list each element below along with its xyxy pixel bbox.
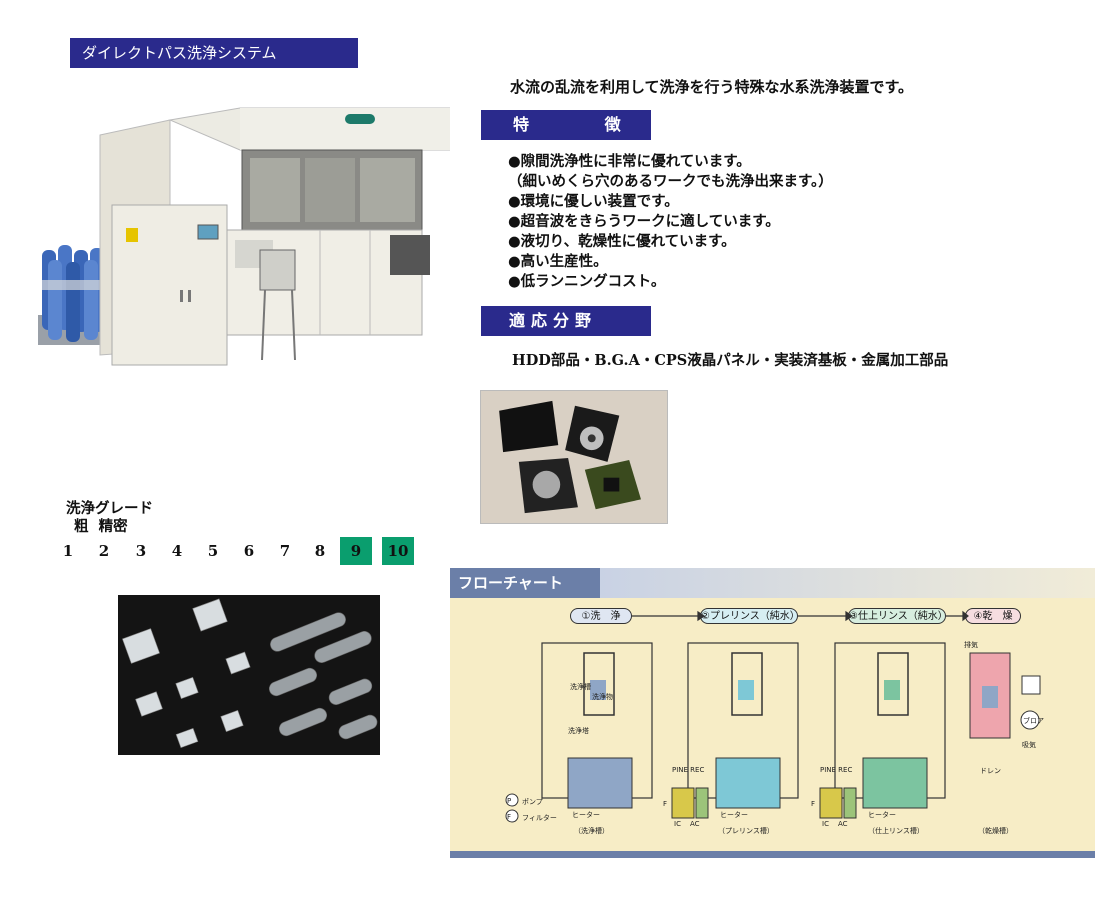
label-cleaning-tower: 洗浄塔 <box>568 727 589 735</box>
features-heading: 特 徴 <box>481 110 651 140</box>
label-intake: 吸気 <box>1022 741 1036 749</box>
label-exhaust: 排気 <box>964 641 978 649</box>
caption-final-rinse-tank: （仕上リンス槽） <box>868 827 924 835</box>
label-heater-3: ヒーター <box>868 811 896 819</box>
label-ic-2: IC <box>822 820 829 828</box>
cleaning-grade: 洗浄グレード 粗 精密 <box>66 500 153 536</box>
fittings-photo <box>118 595 380 755</box>
label-cleaning-object: 洗浄物 <box>592 693 613 701</box>
label-ac: AC <box>690 820 700 828</box>
grade-number-5: 5 <box>207 542 219 560</box>
grade-number-1: 1 <box>62 542 74 560</box>
caption-wash-tank: （洗浄槽） <box>574 827 609 835</box>
feature-item: ●環境に優しい装置です。 <box>508 193 679 210</box>
feature-item: ●超音波をきらうワークに適しています。 <box>508 213 780 230</box>
label-ac-2: AC <box>838 820 848 828</box>
parts-photo <box>480 390 668 524</box>
feature-item: ●隙間洗浄性に非常に優れています。 <box>508 153 751 170</box>
label-blower: ブロア <box>1023 717 1044 725</box>
caption-prerinse-tank: （プレリンス槽） <box>718 827 774 835</box>
grade-scale: 粗 精密 <box>74 518 128 535</box>
features-heading-char-2: 徴 <box>604 115 621 134</box>
flowchart: フローチャート ①洗 浄 ②プレリンス（純水） ③仕上リンス（純水） ④乾 燥 <box>450 568 1095 858</box>
legend-f-symbol: F <box>507 813 512 821</box>
legend-filter: フィルター <box>522 814 557 822</box>
filter-cylinders <box>38 245 108 345</box>
grade-number-3: 3 <box>135 542 147 560</box>
caption-dry-tank: （乾燥槽） <box>978 827 1013 835</box>
grade-number-8: 8 <box>314 542 326 560</box>
stage-wash: ①洗 浄 <box>570 608 632 624</box>
feature-item: ●液切り、乾燥性に優れています。 <box>508 233 736 250</box>
grade-number-4: 4 <box>171 542 183 560</box>
cleaning-machine-image <box>38 107 450 366</box>
flowchart-header-band <box>600 568 1095 598</box>
legend-p-symbol: P <box>507 797 512 805</box>
label-pine-rec: PINE REC <box>672 766 705 774</box>
label-heater-2: ヒーター <box>720 811 748 819</box>
label-cleaning-tank: 洗浄槽 <box>570 683 591 691</box>
features-list: ●隙間洗浄性に非常に優れています。 （細いめくら穴のあるワークでも洗浄出来ます。… <box>508 152 833 292</box>
grade-number-6: 6 <box>243 542 255 560</box>
flowchart-bottom-border <box>450 851 1095 858</box>
intro-text: 水流の乱流を利用して洗浄を行う特殊な水系洗浄装置です。 <box>510 78 914 96</box>
label-drain: ドレン <box>980 767 1001 775</box>
grade-number-2: 2 <box>98 542 110 560</box>
grade-number-9-highlighted: 9 <box>340 537 372 565</box>
feature-item: （細いめくら穴のあるワークでも洗浄出来ます。） <box>508 173 833 190</box>
feature-item: ●低ランニングコスト。 <box>508 273 666 290</box>
applications-text: HDD部品・B.G.A・CPS液晶パネル・実装済基板・金属加工部品 <box>512 352 949 369</box>
label-pine-rec-2: PINE REC <box>820 766 853 774</box>
grade-label: 洗浄グレード <box>66 500 153 517</box>
label-f: F <box>663 800 668 808</box>
grade-number-7: 7 <box>279 542 291 560</box>
label-ic: IC <box>674 820 681 828</box>
legend-pump: ポンプ <box>522 798 543 806</box>
feature-item: ●高い生産性。 <box>508 253 608 270</box>
label-heater: ヒーター <box>572 811 600 819</box>
grade-number-10-highlighted: 10 <box>382 537 414 565</box>
features-heading-char-1: 特 <box>513 115 530 134</box>
applications-heading: 適応分野 <box>481 306 651 336</box>
page-title: ダイレクトパス洗浄システム <box>70 38 358 68</box>
flowchart-diagram <box>505 610 1041 823</box>
flowchart-title: フローチャート <box>450 568 600 598</box>
label-f-2: F <box>811 800 816 808</box>
